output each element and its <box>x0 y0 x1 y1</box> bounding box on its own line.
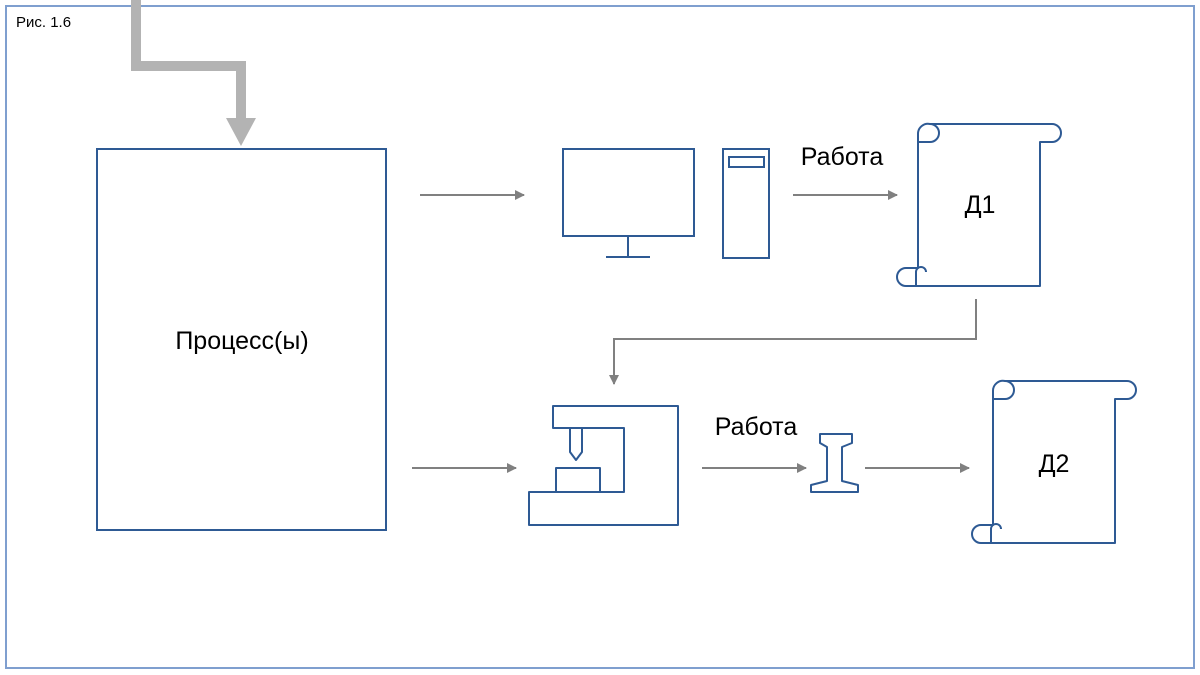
arrow-d1-to-machine <box>609 299 977 385</box>
process-label: Процесс(ы) <box>175 327 308 355</box>
i-beam-icon <box>810 433 859 493</box>
scroll-icon <box>896 122 1062 287</box>
scroll-icon <box>971 379 1137 544</box>
work-label-top: Работа <box>801 143 884 171</box>
monitor-icon <box>562 148 695 258</box>
work-label-bottom: Работа <box>715 413 798 441</box>
outer-frame <box>5 5 1195 669</box>
system-unit-icon <box>722 148 770 259</box>
figure-label: Рис. 1.6 <box>16 14 71 31</box>
machine-tool-icon <box>528 405 679 526</box>
process-box <box>96 148 387 531</box>
document-1-label: Д1 <box>965 191 996 219</box>
document-2-label: Д2 <box>1039 450 1070 478</box>
input-arrow <box>131 0 256 146</box>
